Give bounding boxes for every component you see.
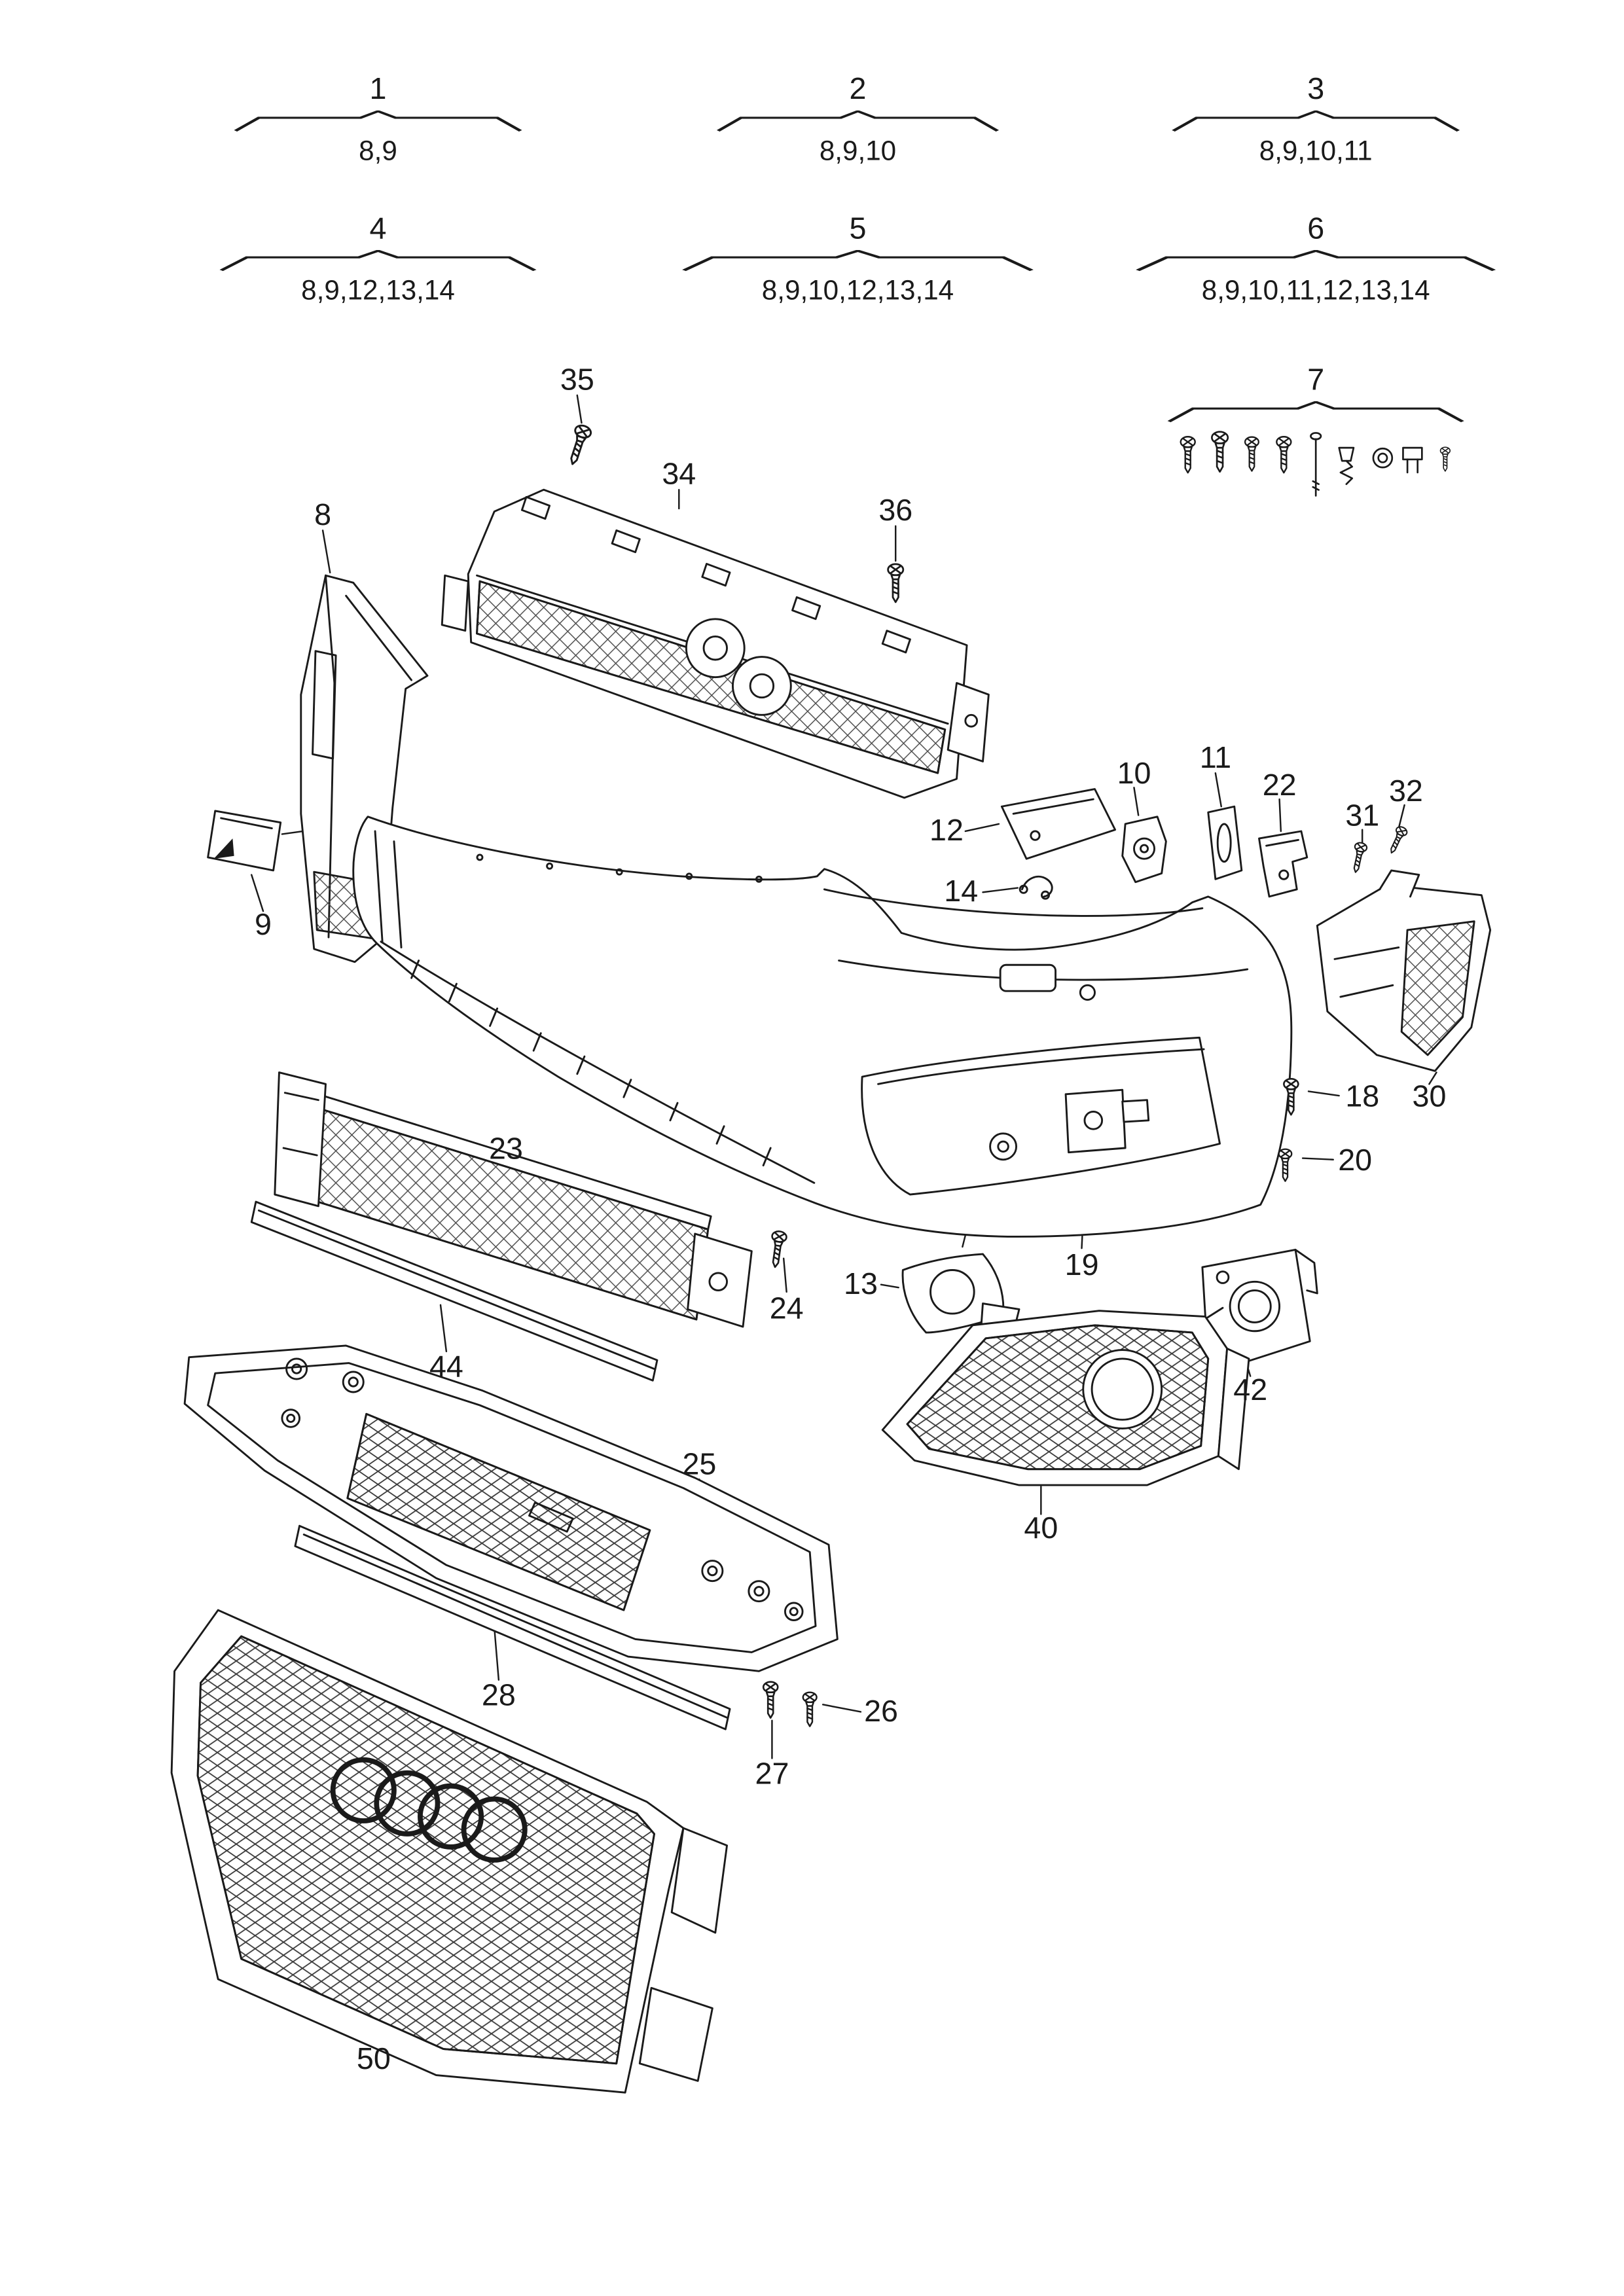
- part-callout-35: 35: [560, 363, 594, 397]
- part-callout-27: 27: [755, 1757, 789, 1791]
- group-number: 5: [849, 212, 867, 246]
- part-callout-8: 8: [314, 498, 332, 532]
- group-number: 7: [1307, 363, 1325, 397]
- group-5: 5 8,9,10,12,13,14: [681, 212, 1036, 308]
- part-callout-40: 40: [1024, 1512, 1058, 1546]
- part-callout-19: 19: [1064, 1249, 1099, 1283]
- group-part-list: 8,9,10,11,12,13,14: [1201, 276, 1430, 307]
- part-10-bracket: [1121, 816, 1167, 884]
- group-number: 4: [369, 212, 387, 246]
- bracket-icon: [234, 110, 522, 132]
- part-30-side-bracket: [1316, 869, 1492, 1072]
- part-25-underbody-panel: [183, 1344, 839, 1672]
- group-3: 3 8,9,10,11: [1170, 73, 1461, 169]
- group-number: 1: [369, 73, 387, 107]
- bracket-icon: [1167, 401, 1464, 423]
- part-44-trim-strip: [250, 1200, 659, 1382]
- part-callout-26: 26: [864, 1695, 898, 1729]
- group-part-list: 8,9,10,11: [1259, 136, 1373, 168]
- part-50-radiator-grille: [170, 1609, 729, 2094]
- bracket-icon: [682, 250, 1034, 272]
- part-callout-10: 10: [1117, 757, 1151, 791]
- part-callout-42: 42: [1233, 1374, 1268, 1408]
- part-19-bracket: [1064, 1088, 1150, 1154]
- part-callout-25: 25: [682, 1448, 717, 1482]
- group-number: 2: [849, 73, 867, 107]
- group-6: 6 8,9,10,11,12,13,14: [1134, 212, 1498, 308]
- part-callout-44: 44: [429, 1350, 463, 1384]
- group-number: 6: [1307, 212, 1325, 246]
- part-22-clip: [1258, 830, 1308, 898]
- part-40-fog-grille: [881, 1306, 1250, 1486]
- screw-icon: [1210, 431, 1229, 473]
- bumper-cover: [352, 816, 1293, 1238]
- part-callout-20: 20: [1338, 1144, 1373, 1178]
- part-callout-12: 12: [929, 814, 964, 848]
- part-42-fog-bracket: [1201, 1248, 1318, 1369]
- rivet-icon: [1338, 446, 1355, 485]
- part-callout-9: 9: [255, 908, 272, 942]
- group-part-list: 8,9,10: [819, 136, 897, 168]
- clip-icon: [1402, 446, 1423, 474]
- bracket-icon: [716, 110, 1000, 132]
- screw-icon: [1180, 435, 1197, 474]
- part-callout-11: 11: [1199, 741, 1232, 775]
- part-callout-24: 24: [769, 1292, 804, 1326]
- group-part-list: 8,9: [359, 136, 397, 168]
- bracket-icon: [219, 250, 537, 272]
- small-screw-icon: [1439, 446, 1451, 472]
- part-12-washer-cover: [1000, 788, 1117, 860]
- part-callout-32: 32: [1388, 774, 1423, 808]
- group-4: 4 8,9,12,13,14: [218, 212, 538, 308]
- grommet-icon: [1372, 447, 1394, 469]
- bracket-icon: [1172, 110, 1460, 132]
- group-part-list: 8,9,10,12,13,14: [761, 276, 954, 307]
- group-part-list: 8,9,12,13,14: [301, 276, 455, 307]
- part-9-cap: [207, 810, 282, 872]
- part-14-clamp: [1019, 875, 1053, 900]
- fastener-set: [1180, 431, 1451, 497]
- group-7: 7: [1166, 363, 1466, 504]
- part-callout-34: 34: [662, 457, 696, 492]
- screw-icon: [1276, 435, 1292, 474]
- group-2: 2 8,9,10: [715, 73, 1000, 169]
- part-callout-31: 31: [1345, 799, 1380, 833]
- group-number: 3: [1307, 73, 1325, 107]
- screw-icon: [1244, 436, 1260, 472]
- part-callout-14: 14: [944, 875, 979, 909]
- part-34-impact-carrier: [441, 488, 990, 799]
- part-callout-22: 22: [1262, 769, 1297, 803]
- part-callout-50: 50: [356, 2042, 391, 2076]
- part-callout-30: 30: [1412, 1080, 1447, 1114]
- part-23-lower-carrier: [274, 1071, 753, 1328]
- part-callout-28: 28: [481, 1679, 516, 1713]
- pin-icon: [1310, 432, 1322, 497]
- bracket-icon: [1136, 250, 1496, 272]
- part-28-trim-strip: [294, 1524, 731, 1731]
- part-callout-18: 18: [1345, 1080, 1380, 1114]
- part-11-plate: [1207, 805, 1243, 880]
- part-callout-36: 36: [878, 494, 913, 528]
- group-1: 1 8,9: [232, 73, 523, 169]
- part-callout-13: 13: [844, 1267, 878, 1301]
- part-callout-23: 23: [489, 1132, 523, 1166]
